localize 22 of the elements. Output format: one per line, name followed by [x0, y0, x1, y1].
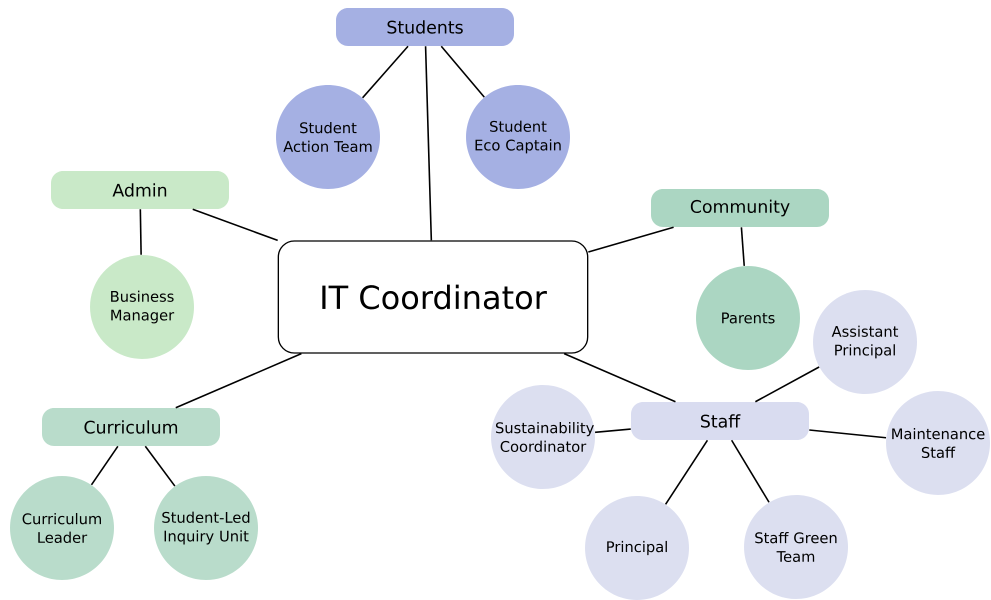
connector-line: [362, 46, 409, 98]
connector-line: [440, 46, 485, 98]
coordinator-box: IT Coordinator: [278, 240, 588, 354]
connector-line: [144, 446, 176, 487]
connector-line: [740, 227, 746, 266]
connector-line: [424, 46, 432, 240]
connector-line: [588, 226, 674, 253]
connector-line: [664, 440, 708, 505]
connector-line: [175, 352, 302, 408]
connector-line: [754, 366, 820, 402]
connector-line: [140, 209, 142, 255]
group-pill: Students: [336, 8, 514, 46]
group-pill: Admin: [51, 171, 229, 209]
connector-line: [90, 446, 119, 486]
connector-line: [730, 440, 770, 503]
group-pill: Staff: [631, 402, 810, 440]
connector-line: [595, 428, 631, 434]
connector-line: [564, 352, 676, 402]
connector-line: [192, 208, 278, 242]
group-pill: Curriculum: [42, 408, 220, 446]
connector-line: [809, 429, 886, 439]
group-pill: Community: [651, 189, 829, 227]
